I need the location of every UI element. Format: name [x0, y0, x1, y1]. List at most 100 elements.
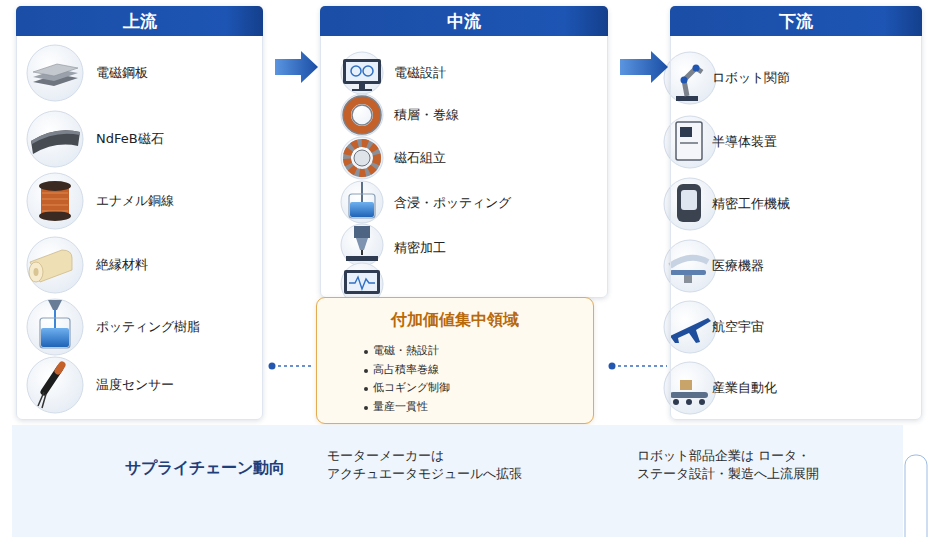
design-monitor-icon-part	[341, 52, 383, 94]
steel-sheet-icon-part	[27, 45, 83, 101]
chain-item: 半導体装置	[712, 133, 777, 151]
dotted-line	[272, 365, 313, 366]
automation-icon-part	[686, 399, 692, 405]
potting-resin-icon-part	[54, 310, 56, 330]
aerospace-icon-part	[664, 301, 716, 353]
insulation-icon-part	[34, 268, 39, 276]
dotted-link	[269, 363, 314, 370]
medical-device-icon	[664, 240, 716, 292]
band-text: ロボット部品企業は ロータ・ステータ設計・製造へ上流展開	[637, 447, 892, 483]
chain-item: ロボット関節	[712, 69, 790, 87]
item-label: 積層・巻線	[394, 106, 459, 124]
copper-wire-icon-part	[39, 211, 71, 221]
monitor-wave-icon-part	[347, 273, 377, 291]
aerospace-icon-part	[670, 318, 711, 343]
item-label: ロボット関節	[712, 69, 790, 87]
temperature-sensor-icon-part	[58, 365, 62, 371]
link-dot	[609, 363, 616, 370]
insulation-icon	[27, 237, 83, 293]
band-title: サプライチェーン動向	[125, 458, 327, 478]
semiconductor-equipment-icon-part	[680, 142, 698, 144]
chain-item: 精密工作機械	[712, 195, 790, 213]
item-label: 電磁鋼板	[96, 64, 148, 82]
temperature-sensor-icon-part	[27, 357, 83, 413]
machine-tool-icon-part	[664, 178, 716, 230]
copper-wire-icon-part	[42, 193, 68, 211]
semiconductor-equipment-icon-part	[676, 122, 702, 160]
automation-icon-part	[680, 380, 692, 390]
automation-icon-part	[664, 362, 716, 414]
copper-wire-icon	[27, 173, 83, 229]
machine-tool-icon	[664, 178, 716, 230]
automation-icon	[664, 362, 716, 414]
medical-device-icon-part	[670, 270, 706, 275]
automation-icon-part	[670, 392, 708, 398]
robot-arm-icon-part	[664, 52, 716, 104]
semiconductor-equipment-icon-part	[680, 127, 692, 137]
highlight-bullet: 低コギング制御	[317, 379, 593, 398]
impregnation-icon	[341, 181, 383, 223]
potting-resin-icon-part	[40, 318, 70, 348]
design-monitor-icon	[341, 52, 383, 94]
item-label: 航空宇宙	[712, 318, 764, 336]
chain-item: 絶縁材料	[96, 256, 148, 274]
stator-winding-icon-part	[343, 96, 381, 134]
machining-icon-part	[354, 226, 370, 238]
highlight-box: 付加価値集中領域電磁・熱設計高占積率巻線低コギング制御量産一貫性	[316, 297, 594, 424]
chain-item: 精密加工	[394, 239, 446, 257]
machine-tool-icon-part	[681, 190, 697, 210]
item-label: ポッティング樹脂	[96, 318, 200, 336]
medical-device-icon-part	[684, 275, 692, 283]
item-label: 医療機器	[712, 257, 764, 275]
robot-arm-icon	[664, 52, 716, 104]
machine-tool-icon-part	[677, 184, 701, 222]
machining-icon-part	[356, 238, 368, 250]
magnet-ring-icon	[341, 137, 383, 179]
magnet-icon-part	[31, 130, 80, 144]
impregnation-icon-part	[341, 181, 383, 223]
machining-icon-part	[341, 224, 383, 266]
stator-winding-icon-part	[352, 105, 372, 125]
item-label: エナメル銅線	[96, 192, 174, 210]
trend-band: サプライチェーン動向モーターメーカーは アクチュエータモジュールへ拡張 ロボット部…	[12, 425, 903, 537]
flow-arrow-shape	[275, 51, 318, 83]
medical-device-icon-part	[670, 258, 708, 266]
design-monitor-icon-part	[359, 84, 365, 89]
stage-heading: 中流	[320, 6, 608, 36]
insulation-icon-part	[27, 237, 83, 293]
chain-item: 電磁設計	[394, 64, 446, 82]
highlight-bullet: 電磁・熱設計	[317, 342, 593, 361]
robot-arm-icon-part	[676, 96, 698, 101]
robot-arm-icon-part	[693, 65, 700, 72]
chain-item: 医療機器	[712, 257, 764, 275]
chain-item: NdFeB磁石	[96, 130, 164, 148]
steel-sheet-icon	[27, 45, 83, 101]
stator-winding-icon-part	[347, 100, 377, 130]
design-monitor-icon-part	[363, 66, 373, 76]
potting-resin-icon-part	[27, 299, 83, 355]
item-label: NdFeB磁石	[96, 130, 164, 148]
potting-resin-icon-part	[41, 328, 69, 347]
chain-item: 航空宇宙	[712, 318, 764, 336]
item-label: 産業自動化	[712, 379, 777, 397]
design-monitor-icon-part	[351, 66, 361, 76]
magnet-ring-icon-part	[347, 143, 377, 173]
chain-item: 産業自動化	[712, 379, 777, 397]
chain-item: 温度センサー	[96, 376, 174, 394]
copper-wire-icon-part	[27, 173, 83, 229]
monitor-wave-icon-part	[349, 277, 375, 289]
chain-item: エナメル銅線	[96, 192, 174, 210]
magnet-icon-part	[27, 111, 83, 167]
chain-item: 積層・巻線	[394, 106, 459, 124]
band-text: モーターメーカーは アクチュエータモジュールへ拡張	[327, 447, 562, 483]
stage-heading: 下流	[670, 6, 922, 36]
steel-sheet-icon-part	[33, 64, 78, 76]
automation-icon-part	[673, 399, 679, 405]
highlight-title: 付加価値集中領域	[317, 310, 593, 330]
monitor-wave-icon-part	[344, 270, 380, 294]
semiconductor-equipment-icon	[664, 116, 716, 168]
magnet-icon	[27, 111, 83, 167]
flow-arrow	[275, 51, 318, 83]
item-label: 絶縁材料	[96, 256, 148, 274]
